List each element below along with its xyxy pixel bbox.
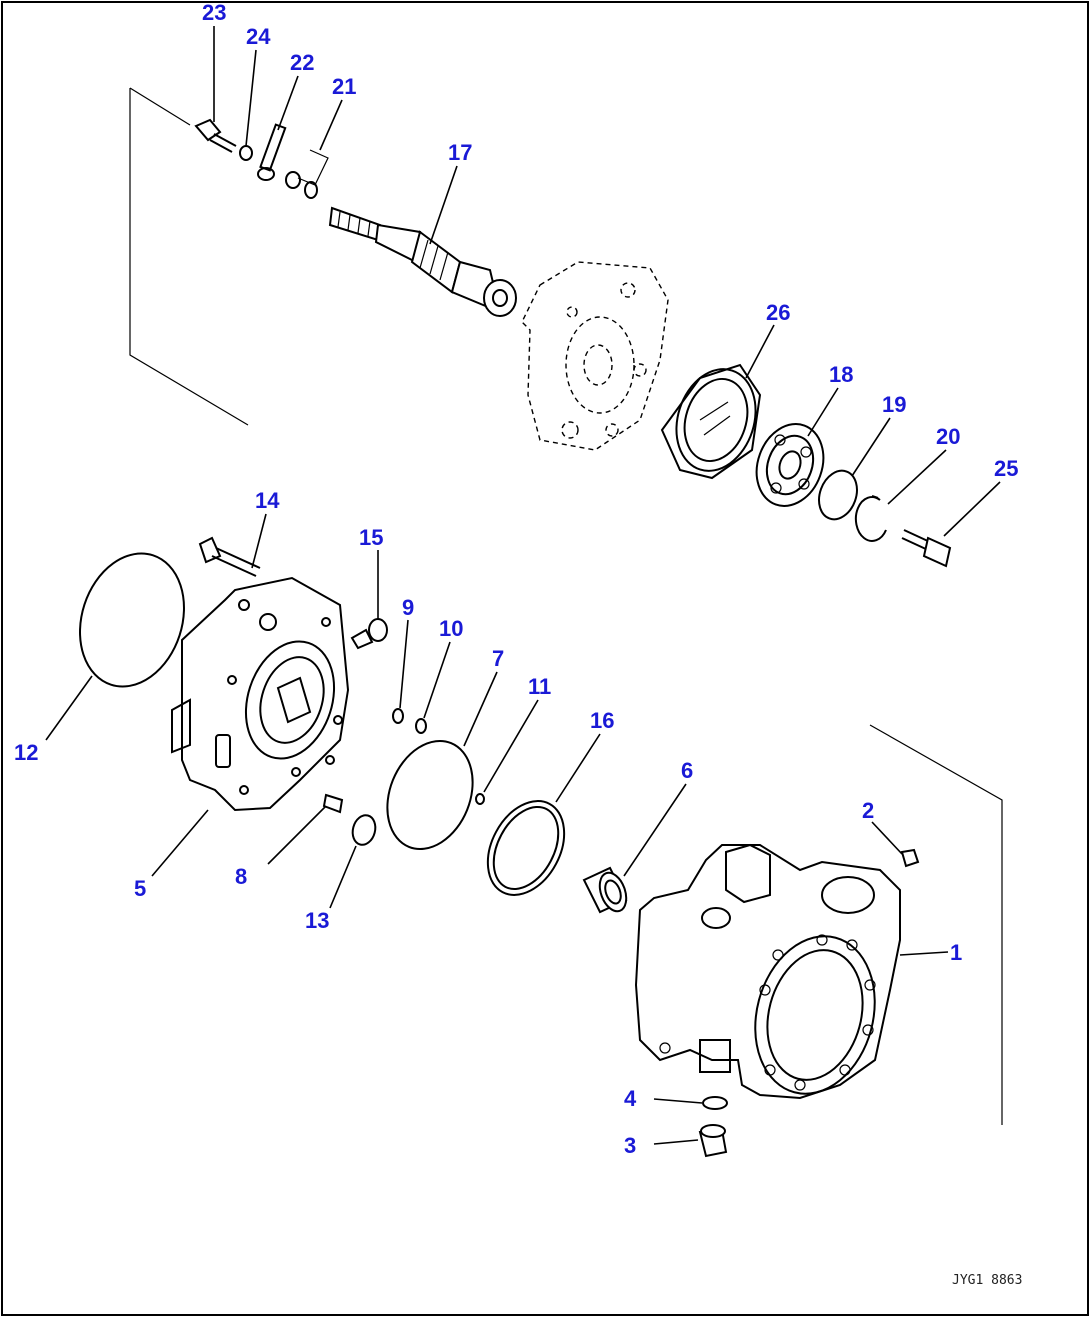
callout-6: 6 <box>681 758 693 783</box>
callout-labels: 23 24 22 21 17 26 18 19 20 25 14 15 9 10… <box>14 0 1018 1158</box>
part-seal-ring <box>486 800 566 896</box>
part-plug-small <box>900 848 920 868</box>
callout-26: 26 <box>766 300 790 325</box>
part-washer-seal <box>285 149 329 199</box>
callout-9: 9 <box>402 595 414 620</box>
part-pin <box>322 793 344 814</box>
part-flange-dashed <box>521 261 669 451</box>
callout-18: 18 <box>829 362 853 387</box>
part-o-ring-tiny <box>475 793 485 805</box>
callout-13: 13 <box>305 908 329 933</box>
callout-21: 21 <box>332 74 356 99</box>
callout-10: 10 <box>439 616 463 641</box>
callout-3: 3 <box>624 1133 636 1158</box>
part-clip <box>257 123 287 181</box>
callout-1: 1 <box>950 940 962 965</box>
part-washer <box>239 145 253 161</box>
part-drain-plug <box>698 1124 728 1158</box>
callout-15: 15 <box>359 525 383 550</box>
callout-17: 17 <box>448 140 472 165</box>
part-snap-ring-a <box>818 469 858 521</box>
callout-2: 2 <box>862 798 874 823</box>
callout-23: 23 <box>202 0 226 25</box>
callout-11: 11 <box>528 674 551 699</box>
callout-7: 7 <box>492 646 504 671</box>
callout-14: 14 <box>255 488 280 513</box>
part-snap-ring-b <box>855 495 887 543</box>
callout-19: 19 <box>882 392 906 417</box>
callout-4: 4 <box>624 1086 637 1111</box>
part-o-ring-cover <box>79 552 185 688</box>
callout-20: 20 <box>936 424 960 449</box>
callout-5: 5 <box>134 876 146 901</box>
part-bearing <box>755 423 825 507</box>
part-o-ring-large <box>386 739 474 851</box>
part-o-ring-small-b <box>415 718 427 734</box>
part-o-ring-small-a <box>392 708 404 724</box>
part-housing <box>634 843 901 1100</box>
part-seal-cover <box>660 363 762 480</box>
part-bearing-sleeve <box>582 866 628 914</box>
projection-lines <box>129 87 1003 1125</box>
part-shaft <box>328 206 517 317</box>
part-eye-fitting <box>350 618 388 650</box>
part-end-cover <box>171 576 350 812</box>
drawing-code: JYG1 8863 <box>952 1273 1022 1288</box>
part-o-ring-plug <box>702 1096 728 1110</box>
callout-22: 22 <box>290 50 314 75</box>
callout-12: 12 <box>14 740 38 765</box>
part-bolt-top <box>194 118 237 153</box>
part-bolt-flange <box>901 529 952 568</box>
callout-16: 16 <box>590 708 614 733</box>
part-gasket <box>351 814 377 846</box>
callout-24: 24 <box>246 24 271 49</box>
callout-8: 8 <box>235 864 247 889</box>
leader-lines <box>45 26 1001 1145</box>
part-bolt-cover <box>198 536 261 577</box>
callout-25: 25 <box>994 456 1018 481</box>
